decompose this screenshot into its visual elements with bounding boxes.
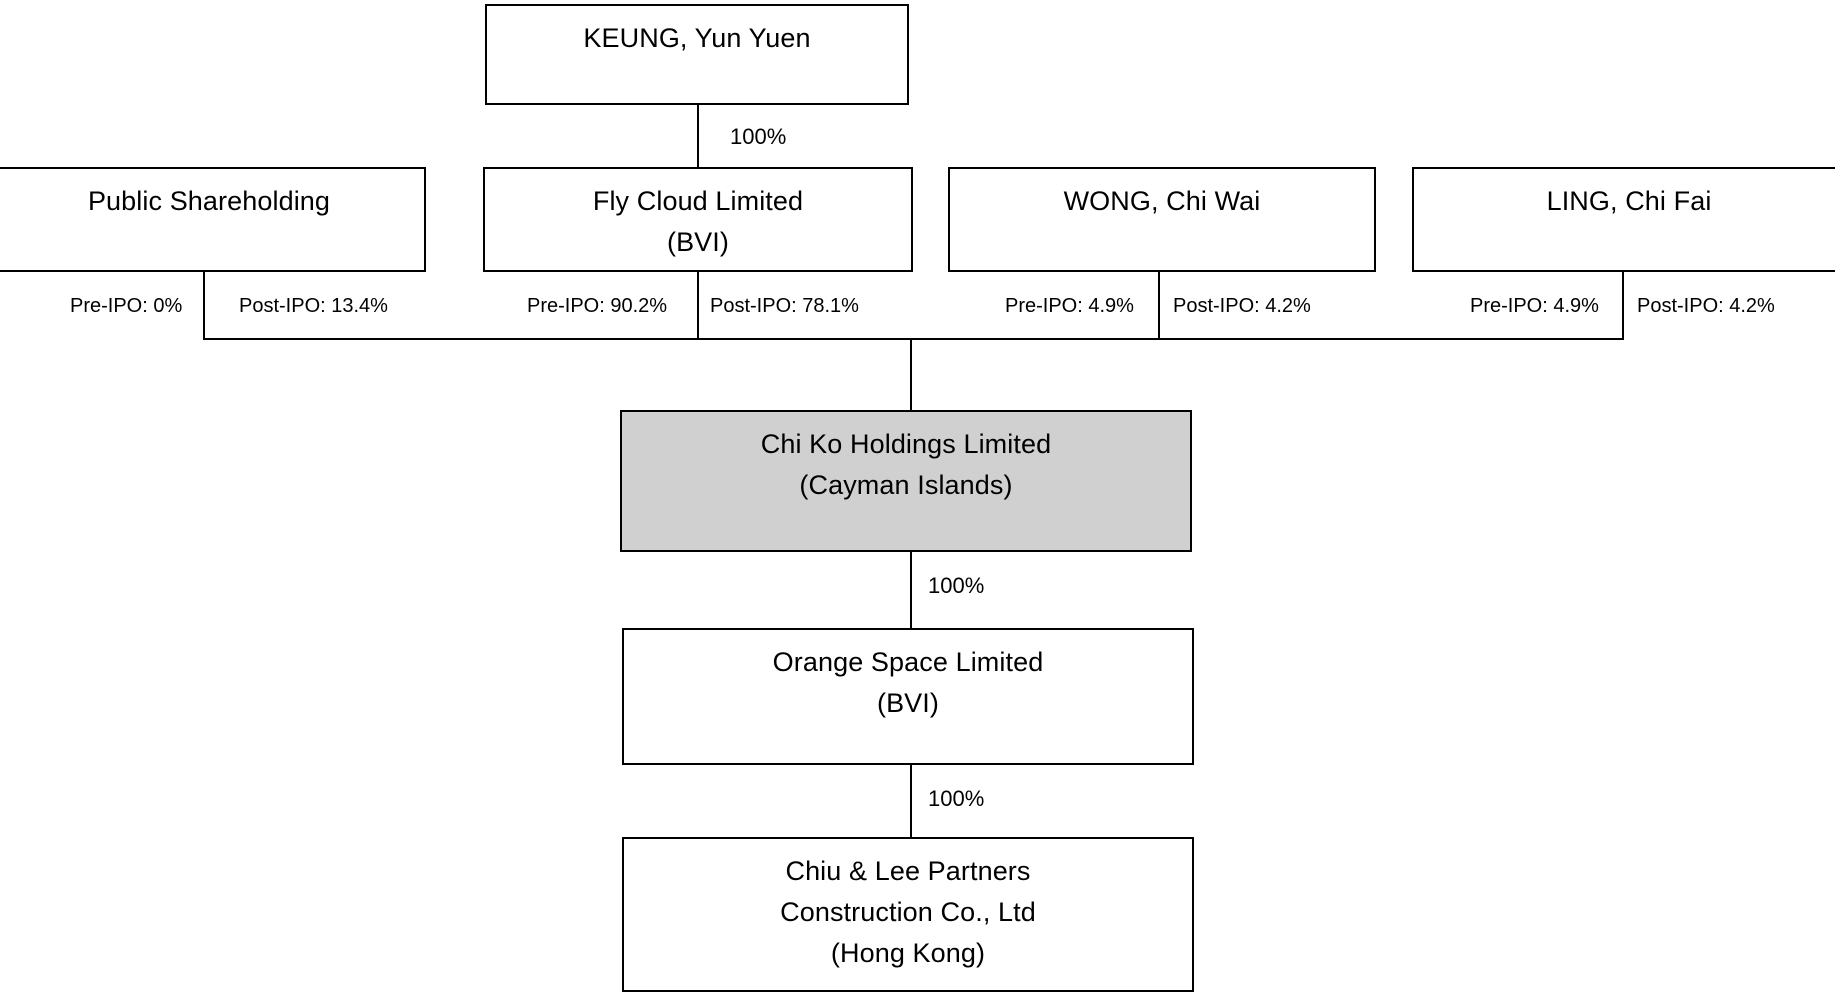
connector-fly-cloud-drop [697, 272, 699, 338]
edge-label-wong-pre: Pre-IPO: 4.9% [1005, 295, 1134, 317]
node-orange-space-limited[interactable]: Orange Space Limited (BVI) [622, 628, 1194, 765]
node-public-shareholding[interactable]: Public Shareholding [0, 167, 426, 272]
node-wong-chi-wai[interactable]: WONG, Chi Wai [948, 167, 1376, 272]
connector-public-shareholding-drop [203, 272, 205, 338]
node-ling-label-line1: LING, Chi Fai [1546, 186, 1712, 216]
connector-orange-space-to-chiu-lee [910, 765, 912, 837]
edge-label-ling-pre: Pre-IPO: 4.9% [1470, 295, 1599, 317]
connector-shareholder-bus [203, 338, 1624, 340]
edge-label-wong-post: Post-IPO: 4.2% [1173, 295, 1311, 317]
edge-label-public-shareholding-pre: Pre-IPO: 0% [70, 295, 183, 317]
node-chiu-lee-partners-construction[interactable]: Chiu & Lee Partners Construction Co., Lt… [622, 837, 1194, 992]
node-chiu-lee-label-line1: Chiu & Lee Partners [785, 856, 1031, 886]
edge-label-fly-cloud-pre: Pre-IPO: 90.2% [527, 295, 668, 317]
node-fly-cloud-limited[interactable]: Fly Cloud Limited (BVI) [483, 167, 913, 272]
node-chiu-lee-label-line2: Construction Co., Ltd [780, 897, 1036, 927]
edge-label-keung-to-flycloud: 100% [730, 124, 787, 149]
node-keung-yun-yuen[interactable]: KEUNG, Yun Yuen [485, 4, 909, 105]
node-wong-label-line1: WONG, Chi Wai [1063, 186, 1261, 216]
connector-ling-drop [1622, 272, 1624, 338]
node-ling-chi-fai[interactable]: LING, Chi Fai [1412, 167, 1835, 272]
connector-bus-to-chi-ko [910, 338, 912, 410]
node-chiu-lee-label-line3: (Hong Kong) [830, 938, 986, 968]
edge-label-fly-cloud-post: Post-IPO: 78.1% [710, 295, 859, 317]
node-chi-ko-label-line2: (Cayman Islands) [799, 470, 1013, 500]
node-public-shareholding-label-line1: Public Shareholding [87, 186, 331, 216]
node-fly-cloud-label-line2: (BVI) [666, 227, 729, 257]
node-keung-label-line1: KEUNG, Yun Yuen [583, 23, 811, 53]
node-chi-ko-label-line1: Chi Ko Holdings Limited [760, 429, 1052, 459]
edge-label-public-shareholding-post: Post-IPO: 13.4% [239, 295, 388, 317]
node-fly-cloud-label-line1: Fly Cloud Limited [592, 186, 804, 216]
node-orange-space-label-line1: Orange Space Limited [772, 647, 1044, 677]
edge-label-chi-ko-to-orange-space: 100% [928, 573, 985, 598]
connector-chi-ko-to-orange-space [910, 552, 912, 628]
edge-label-orange-space-to-chiu-lee: 100% [928, 786, 985, 811]
node-orange-space-label-line2: (BVI) [876, 688, 939, 718]
node-chi-ko-holdings-limited[interactable]: Chi Ko Holdings Limited (Cayman Islands) [620, 410, 1192, 552]
connector-wong-drop [1158, 272, 1160, 338]
edge-label-ling-post: Post-IPO: 4.2% [1637, 295, 1775, 317]
connector-keung-to-flycloud [697, 105, 699, 167]
